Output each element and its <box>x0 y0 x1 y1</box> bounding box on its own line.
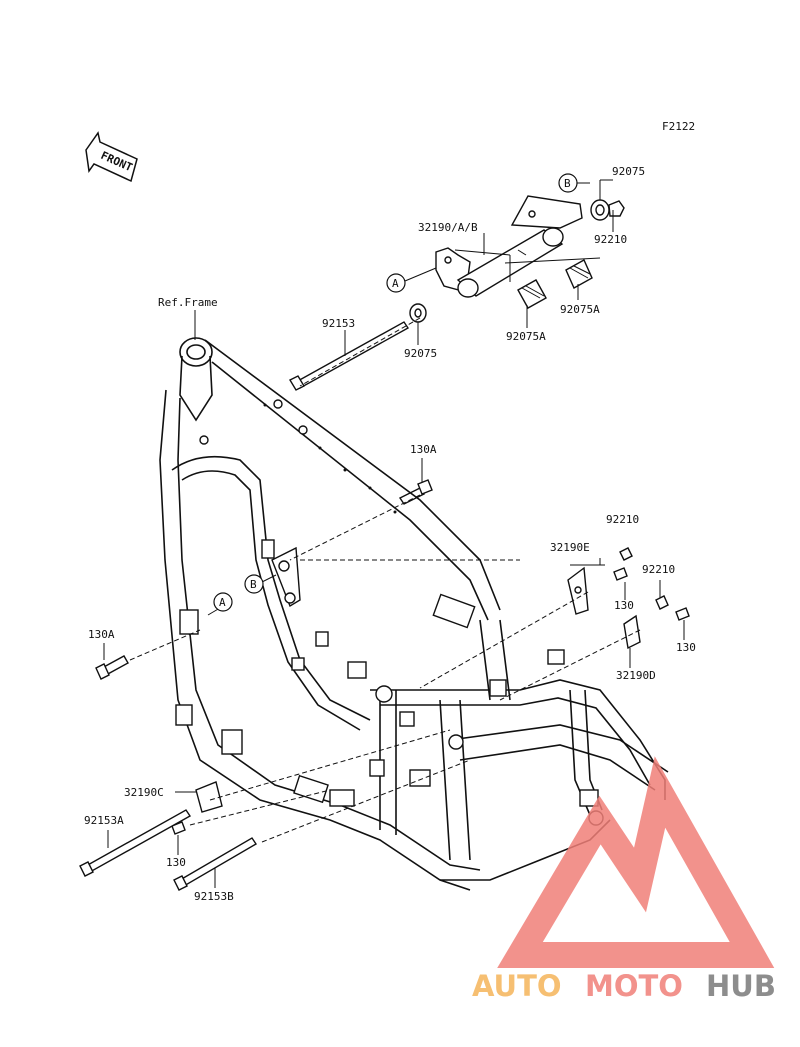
bushing-92075a-2 <box>565 259 593 289</box>
label-130a-top: 130A <box>410 443 437 456</box>
label-92153b: 92153B <box>194 890 234 903</box>
callout-b-top: B <box>558 173 578 193</box>
bracket-32190c <box>195 781 223 813</box>
bolt-92153a <box>79 809 192 877</box>
label-92210-r2: 92210 <box>642 563 675 576</box>
label-92210-top: 92210 <box>594 233 627 246</box>
motorcycle-frame <box>159 337 669 891</box>
bracket-32190d <box>623 614 641 650</box>
label-32190d: 32190D <box>616 669 656 682</box>
svg-text:B: B <box>564 177 571 190</box>
label-130-r2: 130 <box>676 641 696 654</box>
watermark-part2: MOTO <box>585 969 683 1003</box>
watermark-part1: AUTO <box>472 969 562 1003</box>
label-32190e: 32190E <box>550 541 590 554</box>
nut-92210-top <box>608 200 625 217</box>
bolt-92153b <box>173 837 257 891</box>
front-mount-bracket <box>271 546 301 608</box>
bolt-92153 <box>289 321 410 391</box>
bracket-32190e <box>567 566 589 615</box>
diagram-code: F2122 <box>662 120 695 133</box>
bolt-130a-top <box>398 479 433 505</box>
label-92153: 92153 <box>322 317 355 330</box>
label-130a-left: 130A <box>88 628 115 641</box>
callout-b-frame: B <box>244 574 264 594</box>
callout-a-frame: A <box>213 592 233 612</box>
bushing-92075-top <box>590 199 610 221</box>
front-arrow-icon: FRONT <box>85 131 138 183</box>
label-92075a-2: 92075A <box>506 330 546 343</box>
bolt-130-r2 <box>675 607 690 621</box>
label-92210-r1: 92210 <box>606 513 639 526</box>
automotohub-logo: AUTO MOTO HUB <box>472 756 776 1003</box>
nut-92210-r2 <box>655 595 669 610</box>
label-92075-top: 92075 <box>612 165 645 178</box>
ref-frame-label: Ref.Frame <box>158 296 218 309</box>
bushing-92075a-1 <box>517 279 547 309</box>
label-130-bottom: 130 <box>166 856 186 869</box>
label-92153a: 92153A <box>84 814 124 827</box>
svg-text:A: A <box>392 277 399 290</box>
bolt-130-r1 <box>613 567 628 581</box>
label-130-r1: 130 <box>614 599 634 612</box>
label-92075-mid: 92075 <box>404 347 437 360</box>
callout-a-top: A <box>386 273 406 293</box>
svg-text:A: A <box>219 596 226 609</box>
bolt-130a-left <box>95 655 129 680</box>
nut-92210-r1 <box>619 547 633 561</box>
label-92075a-1: 92075A <box>560 303 600 316</box>
watermark-part3: HUB <box>706 969 776 1003</box>
svg-text:B: B <box>250 578 257 591</box>
label-32190c: 32190C <box>124 786 164 799</box>
label-32190-a-b: 32190/A/B <box>418 221 478 234</box>
rear-mount-bracket <box>435 195 583 298</box>
